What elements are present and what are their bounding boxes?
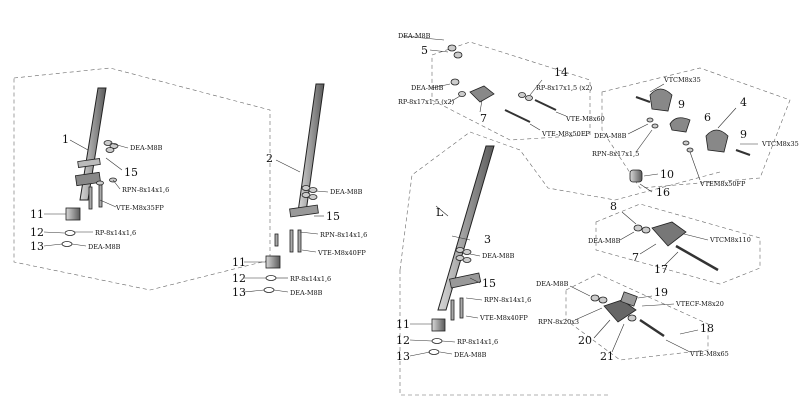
callout-9b: 9 — [740, 128, 747, 141]
callout-15c: 15 — [482, 277, 496, 290]
callout-14: 14 — [554, 66, 568, 79]
callout-3: 3 — [484, 233, 491, 246]
callout-15a: 15 — [124, 166, 138, 179]
label-vte-50: VTE-M8x50FP — [541, 130, 590, 138]
assembly-2: 2 DEA-M8B 15 RPN-8x14x1,6 VTE-M8x40FP 11… — [232, 83, 367, 299]
callout-2: 2 — [266, 152, 273, 165]
callout-12b: 12 — [232, 272, 246, 285]
label-dea-4: DEA-M8B — [594, 132, 627, 140]
label-dea-8: DEA-M8B — [588, 237, 621, 245]
label-dea-1b: DEA-M8B — [88, 243, 121, 251]
clamp-group-5: DEA-M8B 5 DEA-M8B RP-8x17x1,5 (x2) 7 14 … — [398, 32, 605, 141]
label-vte-1: VTE-M8x35FP — [115, 204, 164, 212]
callout-11b: 11 — [232, 256, 246, 269]
label-vtcm35a: VTCM8x35 — [663, 76, 701, 84]
label-vte-60: VTE-M8x60 — [565, 115, 605, 123]
callout-20: 20 — [578, 334, 592, 347]
label-rpn-20: RPN-8x20x3 — [538, 318, 579, 326]
label-vte-2: VTE-M8x40FP — [317, 249, 366, 257]
label-vtcm110: VTCM8x110 — [709, 236, 751, 244]
label-rpn-2: RPN-8x14x1,6 — [320, 231, 367, 239]
callout-19: 19 — [654, 286, 668, 299]
callout-15b: 15 — [326, 210, 340, 223]
label-vtcm35b: VTCM8x35 — [761, 140, 799, 148]
label-dea-top: DEA-M8B — [398, 32, 431, 40]
callout-7b: 7 — [632, 251, 639, 264]
label-rp-17a: RP-8x17x1,5 (x2) — [398, 98, 455, 106]
callout-16: 16 — [656, 186, 670, 199]
label-rpn-3: RPN-8x14x1,6 — [484, 296, 531, 304]
spacer-10: 10 16 — [629, 168, 674, 199]
fork-tube-2 — [297, 83, 325, 213]
callout-9a: 9 — [678, 98, 685, 111]
label-rp-17b: RP-8x17x1,5 (x2) — [536, 84, 593, 92]
callout-4: 4 — [740, 96, 747, 109]
callout-21: 21 — [600, 350, 614, 363]
label-dea-2: DEA-M8B — [330, 188, 363, 196]
callout-17: 17 — [654, 263, 668, 276]
label-vte-65: VTE-M8x65 — [689, 350, 729, 358]
label-rp-3: RP-8x14x1,6 — [457, 338, 498, 346]
label-dea-2b: DEA-M8B — [290, 289, 323, 297]
assembly-1: 1 DEA-M8B 15 RPN-8x14x1,6 VTE-M8x35FP 11… — [13, 67, 271, 291]
assembly-3: L 3 DEA-M8B 15 RPN-8x14x1,6 VTE-M8x40FP … — [396, 131, 721, 396]
label-rp-1: RP-8x14x1,6 — [95, 229, 136, 237]
clamp-group-18: DEA-M8B 19 VTECF-M8x20 RPN-8x20x3 18 20 … — [536, 273, 729, 363]
callout-13a: 13 — [30, 240, 44, 253]
callout-12c: 12 — [396, 334, 410, 347]
clamp-group-8: 8 DEA-M8B VTCM8x110 7 17 — [588, 200, 761, 285]
label-dea-1: DEA-M8B — [130, 144, 163, 152]
label-dea-18: DEA-M8B — [536, 280, 569, 288]
fork-tube-3 — [437, 145, 495, 311]
label-rpn-17: RPN-8x17x1,5 — [592, 150, 639, 158]
label-rp-2: RP-8x14x1,6 — [290, 275, 331, 283]
callout-8: 8 — [610, 200, 617, 213]
callout-11a: 11 — [30, 208, 44, 221]
label-dea-3b: DEA-M8B — [454, 351, 487, 359]
callout-5: 5 — [421, 44, 428, 57]
callout-10: 10 — [660, 168, 674, 181]
label-dea-mid: DEA-M8B — [411, 84, 444, 92]
label-rpn-1: RPN-8x14x1,6 — [122, 186, 169, 194]
callout-13c: 13 — [396, 350, 410, 363]
callout-11c: 11 — [396, 318, 410, 331]
callout-7a: 7 — [480, 112, 487, 125]
label-vtem50: VTEM8x50FP — [699, 180, 746, 188]
callout-L: L — [436, 206, 444, 219]
callout-1: 1 — [62, 133, 69, 146]
callout-12a: 12 — [30, 226, 44, 239]
clamp-group-4: VTCM8x35 9 4 6 9 VTCM8x35 DEA-M8B RPN-8x… — [592, 67, 799, 189]
callout-13b: 13 — [232, 286, 246, 299]
callout-6: 6 — [704, 111, 711, 124]
label-dea-3: DEA-M8B — [482, 252, 515, 260]
callout-18: 18 — [700, 322, 714, 335]
label-vtecf: VTECF-M8x20 — [675, 300, 724, 308]
label-vte-3: VTE-M8x40FP — [479, 314, 528, 322]
